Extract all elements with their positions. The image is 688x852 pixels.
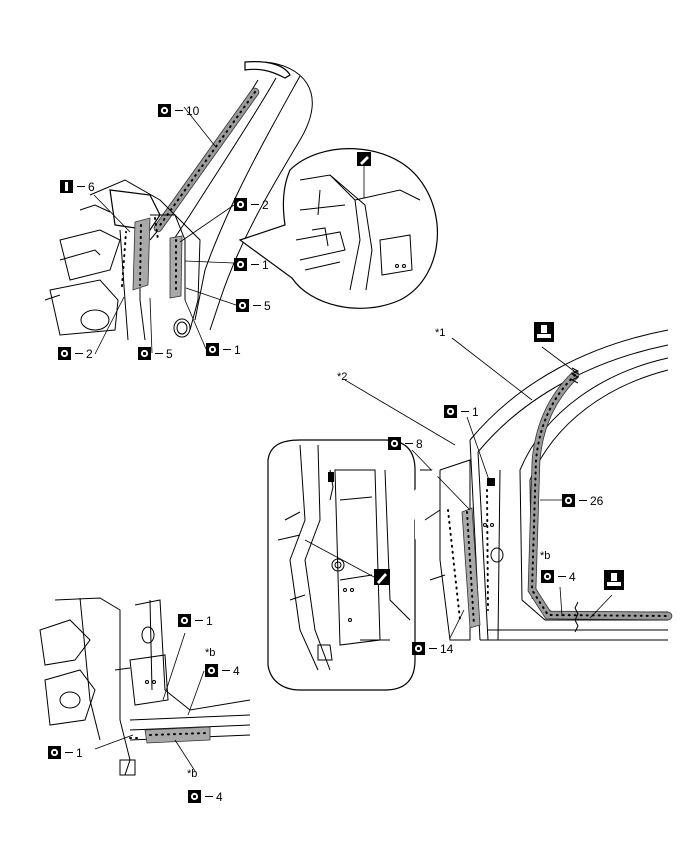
callout-c2a: 2 [234, 198, 269, 212]
callout-number: 1 [76, 746, 83, 760]
callout-c1c: 1 [444, 405, 479, 419]
annotation-star-b-right: *b [540, 550, 550, 562]
callout-number: 14 [440, 642, 454, 656]
callout-c8: 8 [388, 437, 423, 451]
callout-number: 4 [233, 664, 240, 678]
callout-c14: 14 [412, 642, 454, 656]
spot-weld-icon-bottom [604, 570, 624, 590]
callout-number: 4 [569, 570, 576, 584]
brazing-icon [357, 152, 371, 198]
callout-c5b: 5 [138, 347, 173, 361]
callout-c4a: 4 [541, 570, 576, 584]
callout-number: 1 [206, 614, 213, 628]
callout-number: 1 [262, 258, 269, 272]
callout-c1a: 1 [234, 258, 269, 272]
callout-number: 4 [216, 790, 223, 804]
callout-c10: 10 [158, 104, 200, 118]
callout-c1d: 1 [178, 614, 213, 628]
callout-number: 1 [234, 343, 241, 357]
brazing-icon-lower [304, 539, 390, 585]
lower-pillar-view [39, 597, 251, 776]
callout-number: 6 [88, 180, 95, 194]
spot-weld-icon-top [534, 322, 554, 342]
annotation-star1: *1 [435, 327, 445, 339]
callout-c6: 6 [60, 180, 95, 194]
callout-c1b: 1 [206, 343, 241, 357]
callout-number: 10 [186, 104, 200, 118]
magnified-detail-upper [238, 148, 439, 309]
side-pillar-view [344, 322, 673, 641]
callout-number: 2 [86, 347, 93, 361]
annotation-star2: *2 [337, 371, 347, 383]
callout-c26: 26 [562, 494, 604, 508]
magnified-detail-lower [267, 439, 445, 691]
callout-c2b: 2 [58, 347, 93, 361]
annotation-star-b-left-lower: *b [187, 768, 197, 780]
callout-number: 5 [166, 347, 173, 361]
upper-pillar-view [44, 61, 313, 355]
callout-number: 1 [472, 405, 479, 419]
callout-c4c: 4 [188, 790, 223, 804]
annotation-star-b-left-upper: *b [205, 647, 215, 659]
callout-number: 26 [590, 494, 604, 508]
callout-c5a: 5 [236, 299, 271, 313]
callout-c4b: 4 [205, 664, 240, 678]
callout-c1e: 1 [48, 746, 83, 760]
callout-number: 8 [416, 437, 423, 451]
callout-number: 2 [262, 198, 269, 212]
callout-number: 5 [264, 299, 271, 313]
